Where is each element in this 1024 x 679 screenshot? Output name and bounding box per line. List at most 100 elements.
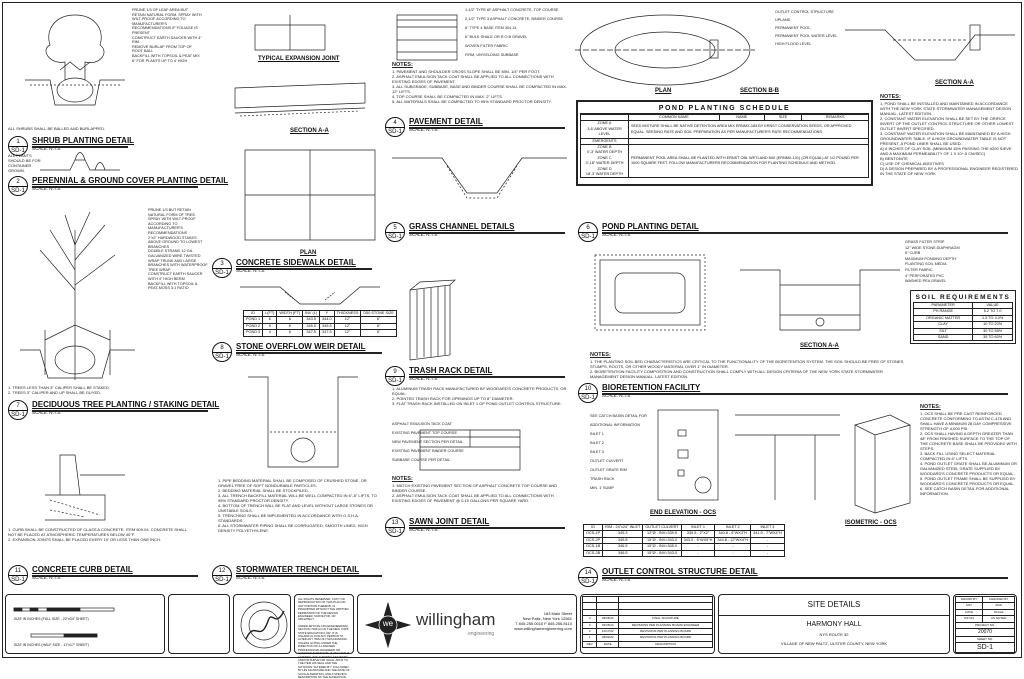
title-underline (409, 527, 565, 529)
table-cell: FINAL SIGNATURE (618, 615, 713, 623)
detail-title-text: POND PLANTING DETAIL (602, 222, 699, 231)
table-cell: SAND (912, 333, 974, 342)
trash-rack-sketch (409, 279, 456, 361)
subtitle-section-aa-pond: SECTION A-A (935, 80, 974, 86)
graphic-scale-full (13, 607, 115, 612)
table-row-empty (581, 608, 713, 617)
column-header: INV (L) (302, 309, 321, 318)
note-line: 2. ASPHALT EMULSION TACK COAT SHALL BE A… (392, 493, 554, 503)
pond-schedule-title: POND PLANTING SCHEDULE (580, 104, 869, 114)
graphic-scale-half (30, 633, 98, 638)
graphic-scale-box: SIZE IN INCHES (FULL SIZE - 22"x34" SHEE… (5, 594, 165, 654)
address-line: New Paltz, New York 12561 (522, 616, 572, 621)
bioretention-labels: GRASS FILTER STRIP 12" WIDE STONE DIAPHR… (905, 240, 960, 284)
title-underline (236, 352, 382, 354)
table-cell: OCS-1P (582, 530, 604, 538)
table-cell: REVISIONS PER PLANNING BOARD (618, 627, 713, 636)
column-header: THICKNESS (333, 309, 362, 318)
title-underline (32, 410, 208, 412)
tree-notes: 1. TREES LESS THAN 3" CALIPER SHALL BE S… (8, 385, 198, 395)
detail-sheet: SD-1 (215, 576, 229, 583)
table-cell: 35 TO 60% (972, 333, 1013, 342)
legal-box: ALL RIGHTS RESERVED. COPY OR REPRODUCTIO… (294, 594, 354, 679)
sheet-no-label: SHEET NO. (955, 635, 1015, 644)
table-cell: SILT (912, 327, 974, 336)
notes-heading: NOTES: (590, 352, 611, 358)
tree-sketch (20, 211, 135, 380)
table-row: EMERGENTS (580, 137, 869, 146)
table-cell: 344.8 - 12"WX4"H (714, 536, 752, 545)
note-line: 6. SEE CATCH BASIN DETAIL FOR ADDITIONAL… (920, 486, 1010, 496)
table-cell: 30 TO 55% (972, 327, 1013, 336)
detail-title-text: STONE OVERFLOW WEIR DETAIL (236, 342, 366, 351)
table-cell: 345.5 (302, 322, 321, 331)
note-line: B) BENTONITE (880, 156, 908, 161)
column-header: REMARKS (801, 113, 869, 122)
note-line: 1. ALUMINUM TRASH RACK MANUFACTURED BY W… (392, 386, 567, 396)
notes-heading: NOTES: (920, 404, 941, 410)
copyright-text: ALL RIGHTS RESERVED. COPY OR REPRODUCTIO… (298, 597, 349, 622)
detail-sheet: SD-1 (11, 147, 25, 154)
table-cell: ORGANIC MATTER (912, 314, 974, 323)
bioretention-notes: NOTES: 1. THE PLANTING SOIL BED CHARACTE… (590, 352, 905, 379)
shrub-planting-sketch (25, 14, 125, 106)
column-header: INLET 3 (750, 523, 785, 532)
table-row: ZONE B 0'-3' WATER DEPTH ZONE C 3'-18" W… (580, 144, 869, 179)
detail-sheet: SD-1 (11, 576, 25, 583)
subtitle-section-aa-bio: SECTION A-A (800, 343, 839, 349)
note-line: 2. CONSTANT WATER ELEVATION SHALL BE SET… (880, 116, 1014, 131)
note-line: 2. ASPHALT EMULSION TACK COAT SHALL BE A… (392, 74, 554, 84)
detail-scale: SCALE: N.T.S. (32, 146, 62, 151)
detail-title-text: OUTLET CONTROL STRUCTURE DETAIL (602, 567, 758, 576)
table-cell: 10 TO 20% (972, 321, 1013, 329)
table-cell: 6 (276, 329, 304, 337)
detail-title-text: CONCRETE CURB DETAIL (32, 565, 133, 574)
detail-sheet: SD-1 (581, 233, 595, 240)
table-cell: 12" (333, 329, 362, 337)
column-header (580, 113, 629, 122)
note-line: 1. THE PLANTING SOIL BED CHARACTERISTICS… (590, 359, 905, 369)
company-box: we willingham engineering 183 Main Stree… (357, 594, 577, 654)
title-underline (32, 186, 198, 188)
detail-scale: SCALE: N.T.S. (409, 232, 439, 237)
project-no-label: PROJECT NO. (955, 621, 1015, 630)
table-cell: - (680, 549, 716, 558)
scale-label: SCALE (982, 608, 1015, 617)
detail-number: 13 (386, 519, 404, 528)
detail-number: 12 (213, 567, 231, 576)
detail-title-text: BIORETENTION FACILITY (602, 383, 701, 392)
note-line: 6. ALL STORMWATER PIPING SHALL BE CORRUG… (218, 523, 368, 533)
note-line: 4. POND OUTLET GRATE SHALL BE ALUMINUM O… (920, 461, 1017, 476)
table-cell: 3 (581, 621, 598, 630)
note-line: 1. CURB SHALL BE CONSTRUCTED OF CLASS A … (8, 527, 187, 537)
detail-title-text: PAVEMENT DETAIL (409, 117, 483, 126)
title-underline (236, 268, 372, 270)
date: 6/27/21 (954, 615, 984, 623)
sheet-title: SITE DETAILS (719, 595, 949, 616)
column-header: VALUE (972, 301, 1013, 310)
table-cell: 15"Ø - INV=343.0 (642, 549, 682, 558)
sidewalk-plan-sketch (244, 149, 376, 241)
date-label: DATE (954, 608, 984, 617)
detail-scale: SCALE: N.T.S. (236, 352, 266, 357)
table-cell: 343.5 (302, 316, 321, 324)
detail-scale: SCALE: N.T.S. (409, 127, 439, 132)
detail-sheet: SD-1 (581, 578, 595, 585)
